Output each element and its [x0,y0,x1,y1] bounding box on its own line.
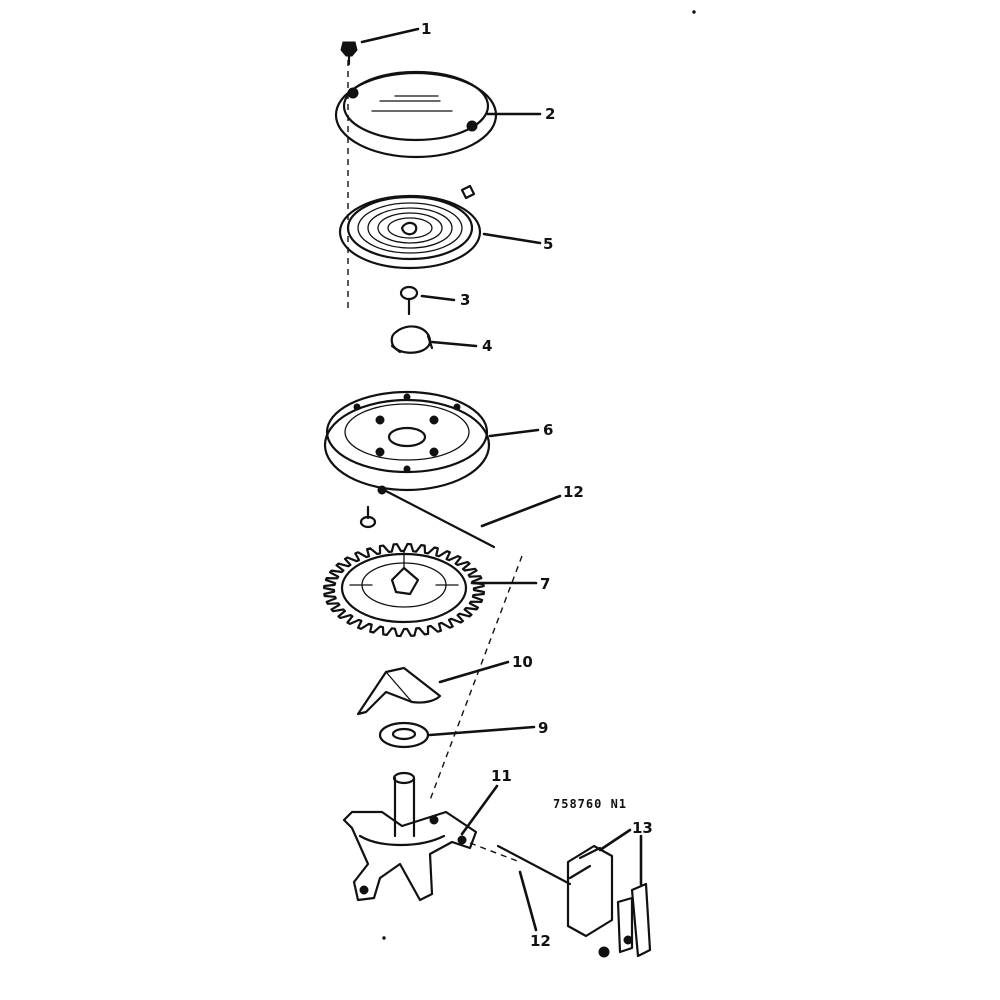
part-12-rope-end [496,844,572,886]
leader-3 [420,294,456,302]
callout-12-upper: 12 [563,483,584,501]
leader-9 [428,725,536,737]
part-12-starter-rope [382,488,496,549]
leader-10 [438,660,510,684]
part-9-washer [378,721,430,749]
part-6-pulley [323,390,491,495]
callout-4: 4 [482,337,492,355]
part-3-screw [399,285,419,316]
leader-4 [430,340,478,348]
callout-11: 11 [491,767,512,785]
part-4-retainer-clip [390,325,434,354]
callout-12-lower: 12 [530,932,551,950]
callout-6: 6 [543,421,553,439]
callout-1: 1 [421,20,431,38]
leader-13a [598,828,632,852]
callout-2: 2 [545,105,555,123]
callout-labels: 1 2 5 3 4 6 12 7 10 9 11 758760 N1 13 12 [421,20,653,950]
part-2-cover-plate [334,70,498,159]
part-13-handle [566,844,652,958]
leader-5 [482,232,542,245]
leader-12b [518,870,538,932]
callout-13: 13 [632,819,653,837]
part-1-screw [340,41,358,66]
callout-9: 9 [538,719,548,737]
stray-marks [382,10,696,940]
pulley-screw [359,505,377,529]
assembly-axis-lines [347,60,523,863]
leader-11 [460,784,499,836]
part-10-friction-spring [356,666,442,716]
diagram-code: 758760 N1 [553,797,627,811]
part-11-base-bracket [342,771,478,902]
leader-12a [480,494,562,528]
callout-3: 3 [460,291,470,309]
part-5-recoil-spring [338,184,482,270]
leader-lines [360,27,643,932]
leader-1 [360,27,420,44]
callout-5: 5 [543,235,553,253]
part-7-starter-gear [323,542,485,638]
leader-6 [488,428,540,438]
callout-7: 7 [540,575,550,593]
callout-10: 10 [512,653,533,671]
